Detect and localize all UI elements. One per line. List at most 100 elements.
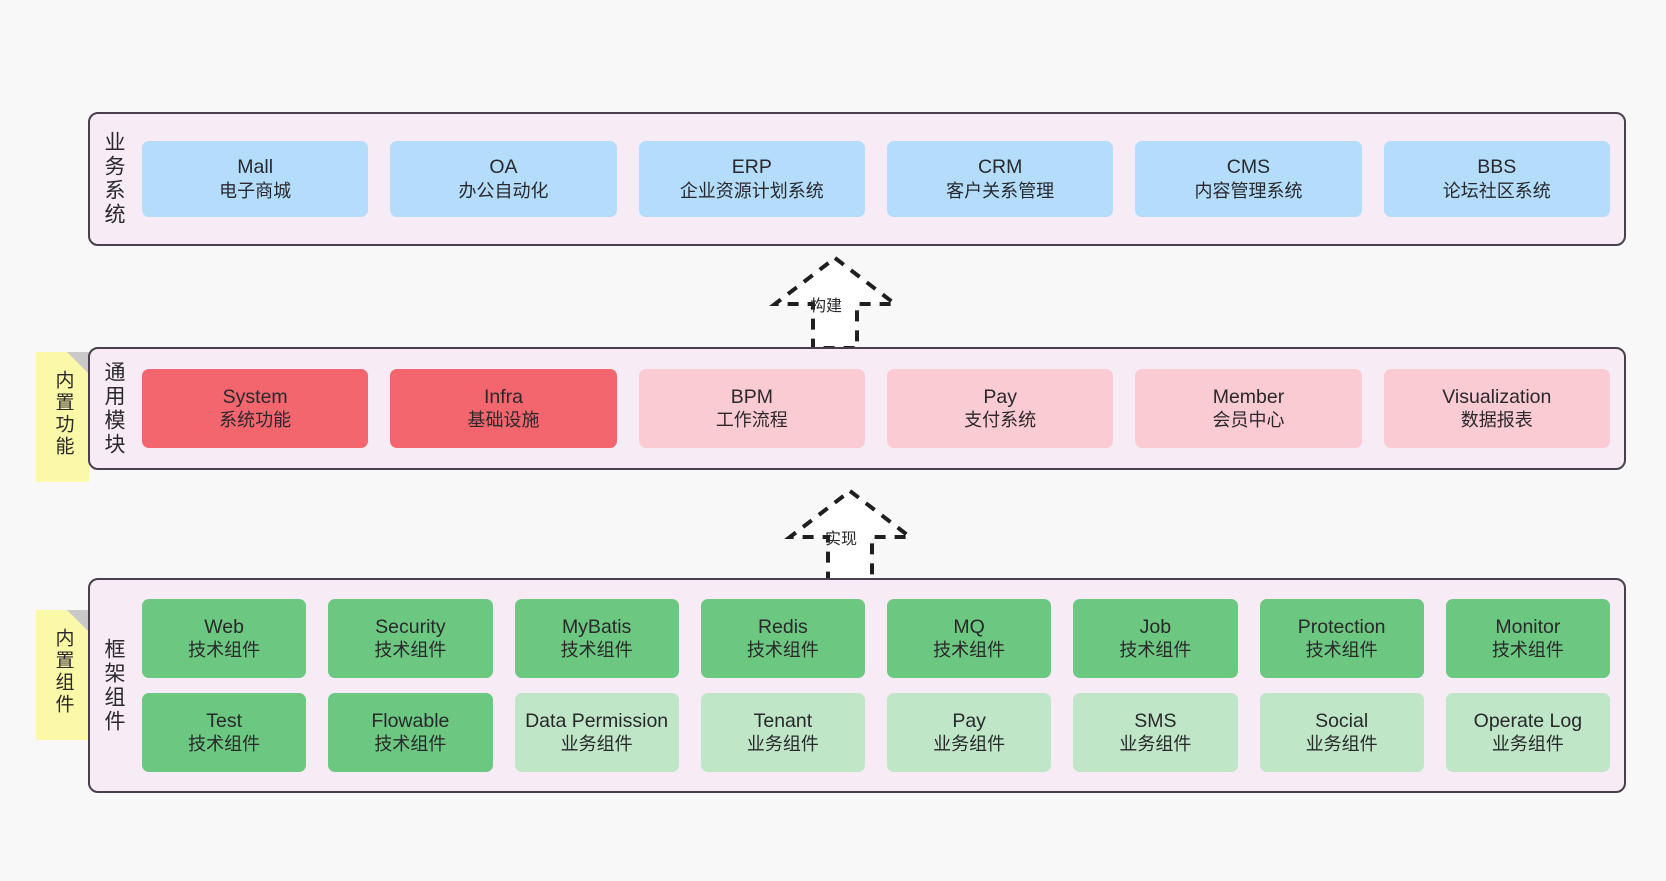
box-monitor[interactable]: Monitor 技术组件	[1445, 599, 1610, 678]
sticky-note-builtin-components: 内置组件	[36, 610, 89, 740]
box-data-permission-name: Data Permission	[525, 709, 669, 732]
box-mq-name: MQ	[953, 615, 985, 638]
box-crm-name: CRM	[977, 156, 1023, 178]
panel-business-systems-label: 业务系统	[102, 131, 126, 227]
box-erp-desc: 企业资源计划系统	[679, 180, 824, 201]
box-pay-module[interactable]: Pay 支付系统	[886, 369, 1114, 448]
box-security-name: Security	[375, 615, 446, 638]
box-data-permission[interactable]: Data Permission 业务组件	[514, 693, 679, 772]
box-mall-name: Mall	[237, 156, 274, 178]
box-test[interactable]: Test 技术组件	[142, 693, 307, 772]
framework-business-row: Test 技术组件 Flowable 技术组件 Data Permission …	[142, 693, 1610, 772]
box-bpm-desc: 工作流程	[715, 410, 788, 431]
box-redis[interactable]: Redis 技术组件	[700, 599, 865, 678]
box-bbs-desc: 论坛社区系统	[1442, 180, 1551, 201]
box-system[interactable]: System 系统功能	[142, 369, 369, 448]
box-sms[interactable]: SMS 业务组件	[1073, 693, 1238, 772]
box-crm[interactable]: CRM 客户关系管理	[886, 141, 1114, 217]
connector-implement-label: 实现	[825, 531, 858, 548]
panel-common-modules-body: System 系统功能 Infra 基础设施 BPM 工作流程 Pay 支付系统…	[136, 349, 1624, 468]
box-flowable-name: Flowable	[371, 709, 450, 732]
box-bpm[interactable]: BPM 工作流程	[638, 369, 865, 448]
panel-common-modules: 通用模块 System 系统功能 Infra 基础设施 BPM 工作流程 Pay…	[88, 347, 1626, 470]
box-sms-name: SMS	[1134, 709, 1177, 732]
box-infra[interactable]: Infra 基础设施	[390, 369, 617, 448]
connector-implement: 实现	[765, 485, 935, 585]
box-pay-module-desc: 支付系统	[964, 410, 1037, 431]
box-erp-name: ERP	[731, 156, 772, 178]
box-system-desc: 系统功能	[219, 410, 292, 431]
panel-framework-components: 框架组件 Web 技术组件 Security 技术组件 MyBatis 技术组件…	[88, 578, 1626, 793]
box-pay-module-name: Pay	[983, 385, 1017, 408]
box-infra-name: Infra	[483, 385, 523, 408]
box-security-desc: 技术组件	[374, 640, 447, 661]
box-mybatis-desc: 技术组件	[560, 640, 633, 661]
box-mall[interactable]: Mall 电子商城	[142, 141, 369, 217]
common-modules-row: System 系统功能 Infra 基础设施 BPM 工作流程 Pay 支付系统…	[142, 369, 1610, 448]
box-infra-desc: 基础设施	[467, 410, 540, 431]
business-systems-row: Mall 电子商城 OA 办公自动化 ERP 企业资源计划系统 CRM 客户关系…	[142, 141, 1610, 217]
box-pay-component[interactable]: Pay 业务组件	[887, 693, 1052, 772]
box-mybatis[interactable]: MyBatis 技术组件	[514, 599, 679, 678]
box-cms-desc: 内容管理系统	[1194, 180, 1303, 201]
box-mall-desc: 电子商城	[219, 180, 292, 201]
box-visualization-name: Visualization	[1442, 385, 1552, 408]
box-cms[interactable]: CMS 内容管理系统	[1135, 141, 1362, 217]
box-sms-desc: 业务组件	[1119, 734, 1192, 755]
box-social-name: Social	[1315, 709, 1369, 732]
box-operate-log[interactable]: Operate Log 业务组件	[1445, 693, 1610, 772]
box-member[interactable]: Member 会员中心	[1135, 369, 1362, 448]
box-data-permission-desc: 业务组件	[560, 734, 633, 755]
connector-implement-shape	[784, 488, 916, 583]
box-test-name: Test	[206, 709, 242, 732]
box-job-desc: 技术组件	[1119, 640, 1192, 661]
page-fold-icon	[67, 610, 89, 632]
box-bbs-name: BBS	[1477, 156, 1517, 178]
box-monitor-name: Monitor	[1495, 615, 1561, 638]
box-web[interactable]: Web 技术组件	[142, 599, 307, 678]
box-flowable-desc: 技术组件	[374, 734, 447, 755]
sticky-note-builtin-features: 内置功能	[36, 352, 89, 482]
box-pay-component-desc: 业务组件	[933, 734, 1006, 755]
box-security[interactable]: Security 技术组件	[328, 599, 493, 678]
box-tenant-desc: 业务组件	[746, 734, 819, 755]
panel-business-systems: 业务系统 Mall 电子商城 OA 办公自动化 ERP 企业资源计划系统 CRM…	[88, 112, 1626, 246]
box-tenant[interactable]: Tenant 业务组件	[700, 693, 865, 772]
box-visualization[interactable]: Visualization 数据报表	[1383, 369, 1610, 448]
box-cms-name: CMS	[1226, 156, 1271, 178]
box-mq[interactable]: MQ 技术组件	[887, 599, 1052, 678]
box-social-desc: 业务组件	[1305, 734, 1378, 755]
box-redis-desc: 技术组件	[746, 640, 819, 661]
box-operate-log-name: Operate Log	[1473, 709, 1583, 732]
box-pay-component-name: Pay	[952, 709, 986, 732]
box-flowable[interactable]: Flowable 技术组件	[328, 693, 493, 772]
box-member-name: Member	[1212, 385, 1285, 408]
connector-build-shape	[769, 255, 901, 350]
box-protection[interactable]: Protection 技术组件	[1259, 599, 1424, 678]
panel-business-systems-body: Mall 电子商城 OA 办公自动化 ERP 企业资源计划系统 CRM 客户关系…	[136, 114, 1624, 244]
box-job[interactable]: Job 技术组件	[1073, 599, 1238, 678]
box-erp[interactable]: ERP 企业资源计划系统	[638, 141, 865, 217]
box-social[interactable]: Social 业务组件	[1259, 693, 1424, 772]
sticky-note-builtin-components-label: 内置组件	[52, 628, 74, 716]
panel-framework-components-body: Web 技术组件 Security 技术组件 MyBatis 技术组件 Redi…	[136, 580, 1624, 791]
panel-common-modules-label: 通用模块	[102, 360, 126, 457]
box-test-desc: 技术组件	[188, 734, 261, 755]
box-bbs[interactable]: BBS 论坛社区系统	[1383, 141, 1610, 217]
box-oa-desc: 办公自动化	[458, 180, 549, 201]
panel-framework-components-label: 框架组件	[102, 637, 126, 734]
box-mybatis-name: MyBatis	[561, 615, 632, 638]
box-protection-desc: 技术组件	[1305, 640, 1378, 661]
box-web-desc: 技术组件	[188, 640, 261, 661]
box-crm-desc: 客户关系管理	[946, 180, 1055, 201]
box-oa-name: OA	[489, 156, 518, 178]
box-redis-name: Redis	[757, 615, 808, 638]
box-job-name: Job	[1139, 615, 1172, 638]
box-web-name: Web	[204, 615, 244, 638]
box-oa[interactable]: OA 办公自动化	[390, 141, 617, 217]
box-protection-name: Protection	[1297, 615, 1386, 638]
box-system-name: System	[222, 385, 288, 408]
connector-build: 构建	[750, 252, 920, 352]
framework-tech-row: Web 技术组件 Security 技术组件 MyBatis 技术组件 Redi…	[142, 599, 1610, 678]
box-monitor-desc: 技术组件	[1491, 640, 1564, 661]
